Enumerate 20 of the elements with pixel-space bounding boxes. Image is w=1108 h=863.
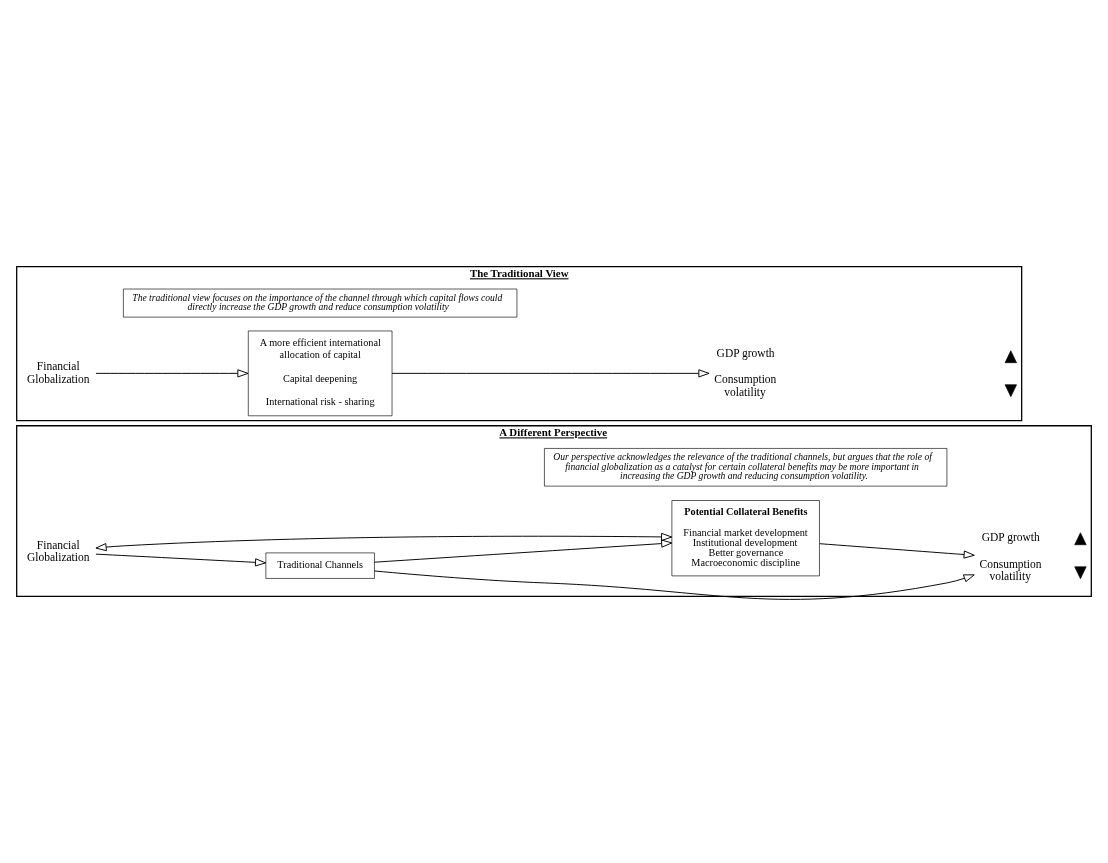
node-up-arrow bbox=[1074, 532, 1087, 546]
arrow bbox=[95, 369, 249, 378]
node-box: Our perspective acknowledges the relevance of the traditional channels, but argues that the role of financial globalization as a catalyst for certain collateral benefits may be more important in increasing the GDP growth and reducing consumption volatility. bbox=[544, 448, 948, 487]
arrow bbox=[391, 369, 710, 378]
arrow bbox=[374, 570, 975, 600]
node-box: The traditional view focuses on the importance of the channel through which capital flows could directly increase the GDP growth and reduce consumption volatility bbox=[123, 288, 518, 318]
node-up-arrow bbox=[1004, 350, 1017, 363]
node-box: Traditional Channels bbox=[265, 552, 375, 579]
node-text: Financial Globalization bbox=[26, 538, 90, 564]
arrow bbox=[374, 539, 673, 563]
node-down-arrow bbox=[1074, 566, 1087, 580]
arrow bbox=[819, 543, 975, 559]
node-box: A more efficient international allocation of capital Capital deepening International risk - sharing bbox=[247, 330, 393, 417]
node-text: GDP growth Consumption volatility bbox=[979, 531, 1042, 583]
arrow bbox=[95, 532, 673, 552]
node-text: GDP growth Consumption volatility bbox=[714, 346, 777, 398]
node-text: Financial Globalization bbox=[26, 359, 90, 385]
node-box: Potential Collateral Benefits Financial market development Institutional development Better governance Macroeconomic discipline bbox=[671, 500, 820, 577]
node-down-arrow bbox=[1004, 384, 1017, 397]
arrow bbox=[95, 553, 267, 567]
